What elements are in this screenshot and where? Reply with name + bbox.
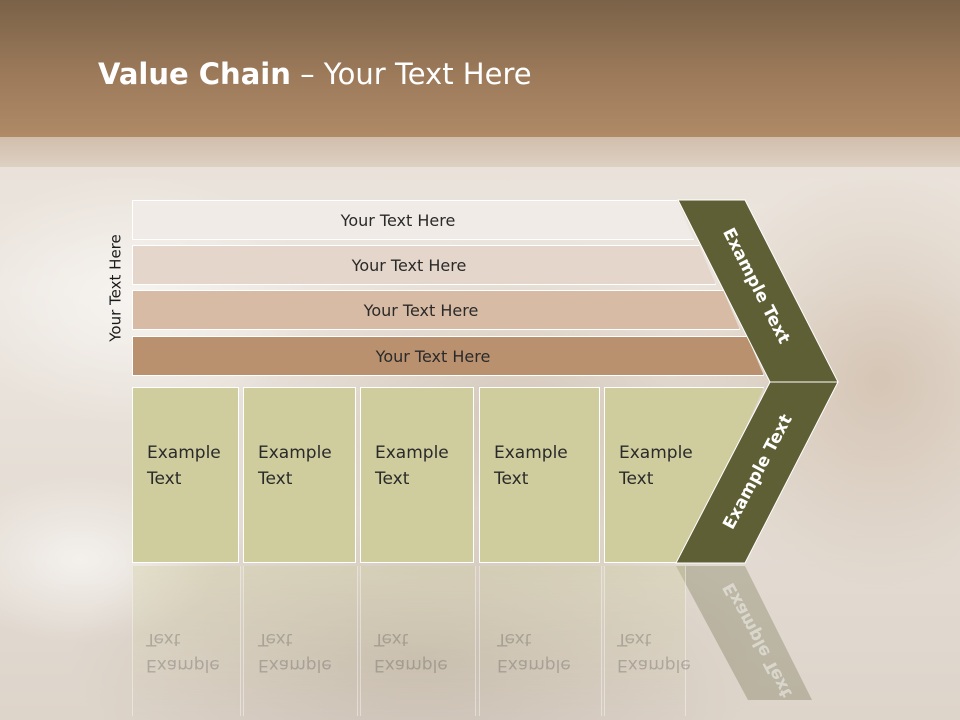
activity-box-line2: Text — [147, 469, 182, 489]
activity-box-4[interactable]: Example Text — [479, 387, 600, 563]
activity-box-line2: Text — [494, 469, 529, 489]
activity-box-line1: Example — [375, 443, 449, 463]
activity-box-line2: Text — [258, 469, 293, 489]
activity-box-text: Example Text — [494, 440, 589, 492]
activity-box-text: Example Text — [147, 440, 242, 492]
chain-row-label: Your Text Here — [351, 255, 467, 275]
activity-box-text: Example Text — [258, 440, 353, 492]
title-rest: – Your Text Here — [290, 57, 532, 91]
chain-row-label: Your Text Here — [340, 210, 456, 230]
header-band — [0, 0, 960, 137]
chain-row-3[interactable]: Your Text Here — [132, 290, 740, 330]
activity-box-1[interactable]: Example Text — [132, 387, 239, 563]
chevron-lower[interactable] — [675, 381, 839, 564]
activity-box-line2: Text — [619, 469, 654, 489]
activity-box-line1: Example — [619, 443, 693, 463]
chain-row-label: Your Text Here — [375, 346, 491, 366]
chain-row-1[interactable]: Your Text Here — [132, 200, 694, 240]
activity-box-line1: Example — [147, 443, 221, 463]
activity-box-line2: Text — [375, 469, 410, 489]
activity-box-line1: Example — [258, 443, 332, 463]
activity-box-2[interactable]: Example Text — [243, 387, 356, 563]
chevron-reflection — [676, 566, 812, 700]
slide-title[interactable]: Value Chain – Your Text Here — [98, 52, 532, 96]
activity-box-3[interactable]: Example Text — [360, 387, 474, 563]
activity-box-text: Example Text — [619, 440, 714, 492]
chain-row-label: Your Text Here — [363, 300, 479, 320]
activity-box-line1: Example — [494, 443, 568, 463]
chain-row-2[interactable]: Your Text Here — [132, 245, 716, 285]
activity-box-text: Example Text — [375, 440, 470, 492]
chain-row-4[interactable]: Your Text Here — [132, 336, 764, 376]
header-strip — [0, 137, 960, 167]
title-bold: Value Chain — [98, 57, 291, 91]
